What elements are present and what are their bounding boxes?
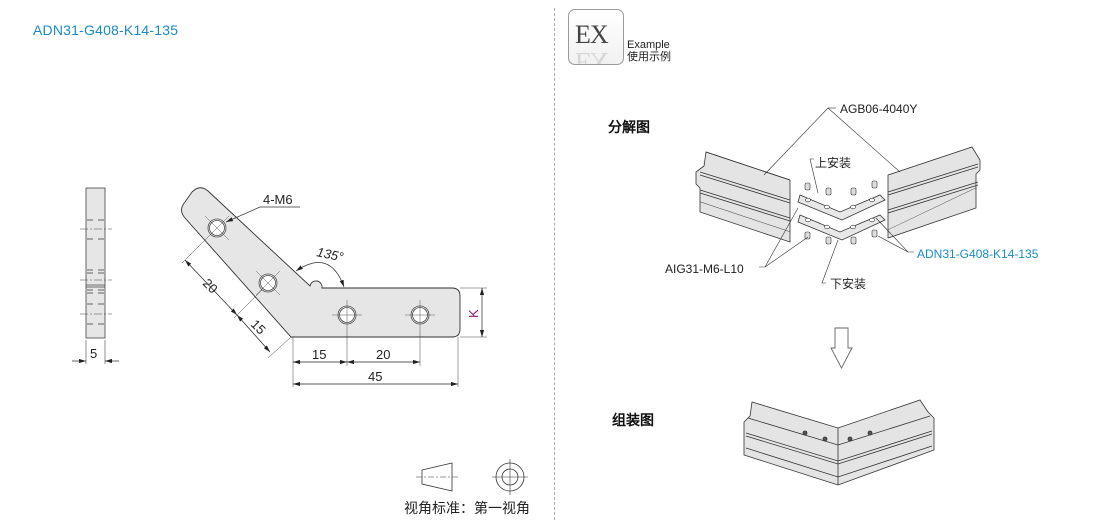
right-profile	[887, 146, 981, 239]
dim-thickness: 5	[90, 346, 97, 361]
callout-profile: AGB06-4040Y	[840, 102, 918, 116]
example-badge-icon: EX EX	[568, 9, 624, 65]
exploded-view-illustration	[695, 107, 981, 284]
part-number-title: ADN31-G408-K14-135	[33, 22, 179, 38]
assembled-view-title: 组装图	[612, 412, 654, 428]
left-profile	[695, 151, 791, 243]
dim-overall: 45	[368, 369, 382, 384]
example-badge-text: EX	[575, 20, 609, 49]
section-divider	[554, 8, 555, 520]
dim-horiz-20: 20	[376, 347, 390, 362]
dim-diag-15: 15	[248, 317, 269, 338]
screws	[804, 180, 878, 245]
callout-upper-mount: 上安装	[815, 156, 852, 170]
first-angle-projection-icon	[416, 459, 528, 495]
hole-callout: 4-M6	[263, 192, 293, 207]
down-arrow-icon	[830, 327, 853, 369]
callout-bracket: ADN31-G408-K14-135	[917, 247, 1039, 261]
side-view: 5	[72, 187, 119, 364]
lower-bracket	[797, 214, 886, 241]
dim-horiz-15: 15	[312, 347, 326, 362]
callout-lower-mount: 下安装	[830, 277, 867, 291]
exploded-view-title: 分解图	[608, 119, 650, 135]
projection-standard-label: 视角标准：第一视角	[404, 500, 530, 516]
angle-label: 135°	[315, 244, 344, 264]
dim-height-k: K	[466, 309, 481, 318]
example-label-cn: 使用示例	[627, 51, 671, 63]
front-view: 4-M6 135° 20 15 15 20 45 K	[181, 187, 487, 387]
example-label-en: Example	[627, 39, 670, 51]
assembled-view-illustration	[743, 399, 935, 486]
callout-screw: AIG31-M6-L10	[665, 262, 744, 276]
upper-bracket	[797, 194, 886, 221]
example-label: Example 使用示例	[627, 39, 671, 63]
